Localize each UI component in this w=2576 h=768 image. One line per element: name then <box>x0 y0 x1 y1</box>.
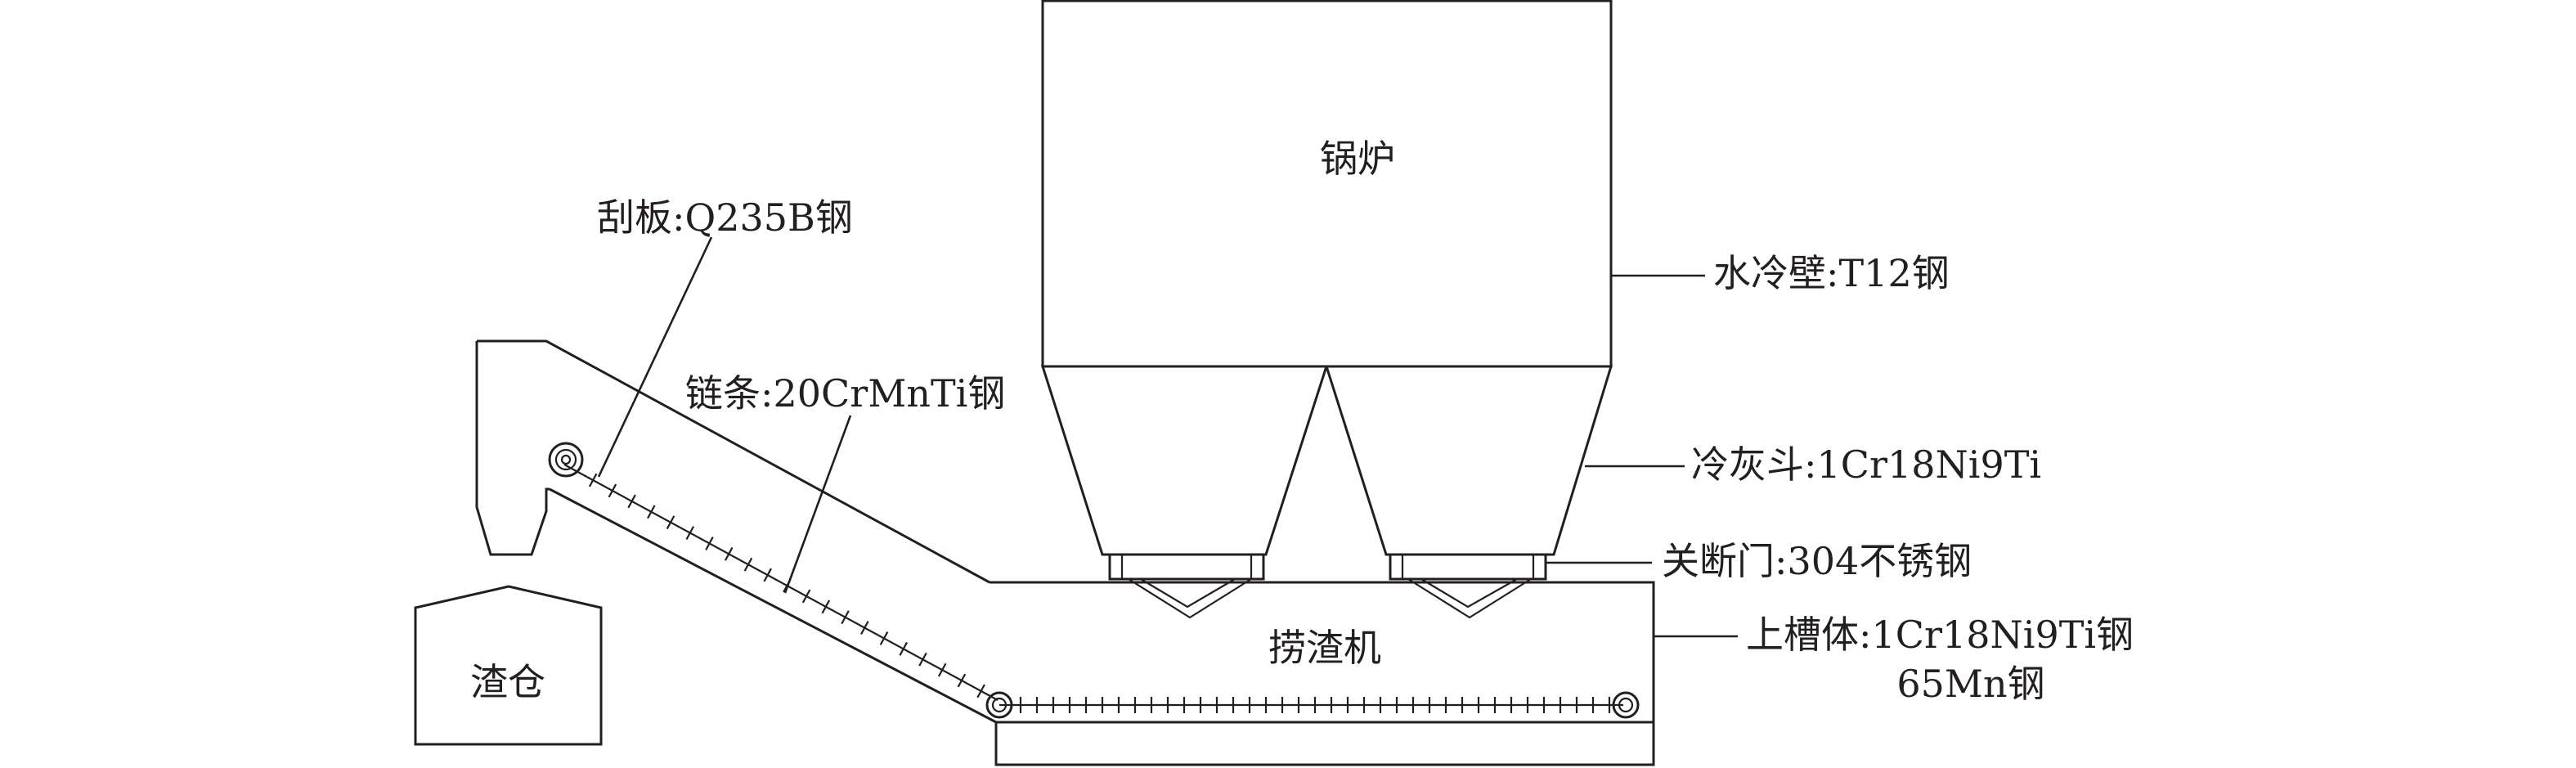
chain-link-tick <box>608 483 617 498</box>
slag-remover-label: 捞渣机 <box>1268 626 1381 670</box>
chain-link-tick <box>724 546 734 561</box>
chain-link-tick <box>841 610 850 625</box>
chain-link-tick <box>976 684 985 698</box>
chain-link-tick <box>647 505 656 519</box>
incline-bottom-edge <box>549 487 997 724</box>
chain-link-tick <box>957 673 967 688</box>
shutoff-gate-right <box>1389 553 1547 619</box>
incline-top-edge <box>477 339 990 584</box>
trough-base <box>994 721 1655 766</box>
chain-incline-ticks <box>588 473 985 698</box>
leader-chain <box>783 415 852 594</box>
chain-link-tick <box>743 557 753 572</box>
callout-water-wall: 水冷壁:T12钢 <box>1713 251 1950 295</box>
callout-upper-trough-line1: 上槽体:1Cr18Ni9Ti钢 <box>1746 613 2134 657</box>
chain-horizontal-ticks <box>1019 697 1611 713</box>
chain-link-tick <box>763 568 772 582</box>
chain-link-tick <box>879 631 889 645</box>
chain-link-tick <box>918 652 927 667</box>
shutoff-gate-left <box>1108 553 1265 619</box>
discharge-chute <box>475 341 550 556</box>
slag-bin <box>414 585 603 746</box>
ash-hopper-left <box>1040 365 1329 556</box>
chain-link-tick <box>860 621 869 636</box>
boiler-label: 锅炉 <box>1320 137 1395 181</box>
leader-scraper <box>597 236 713 478</box>
chain-link-tick <box>821 600 831 614</box>
chain-incline <box>563 464 999 701</box>
chain-link-tick <box>685 526 695 540</box>
chain-link-tick <box>801 589 811 604</box>
chain-link-tick <box>899 641 908 656</box>
callout-shutoff-gate: 关断门:304不锈钢 <box>1662 539 1972 583</box>
chain-link-tick <box>627 494 636 509</box>
chain-link-tick <box>588 473 598 487</box>
callout-upper-trough-line2: 65Mn钢 <box>1896 662 2044 706</box>
chain-link-tick <box>705 537 714 550</box>
chain-link-tick <box>937 662 947 677</box>
sprocket-tail <box>1612 691 1640 719</box>
chain-link-tick <box>666 515 675 530</box>
ash-hopper-right <box>1324 365 1613 556</box>
boiler-body <box>1041 0 1613 368</box>
sprocket-head <box>548 442 584 478</box>
sprocket-bend <box>985 691 1013 719</box>
callout-ash-hopper: 冷灰斗:1Cr18Ni9Ti <box>1691 442 2041 487</box>
callout-scraper: 刮板:Q235B钢 <box>597 195 853 240</box>
slag-bin-label: 渣仓 <box>470 660 545 704</box>
callout-chain: 链条:20CrMnTi钢 <box>685 371 1005 415</box>
